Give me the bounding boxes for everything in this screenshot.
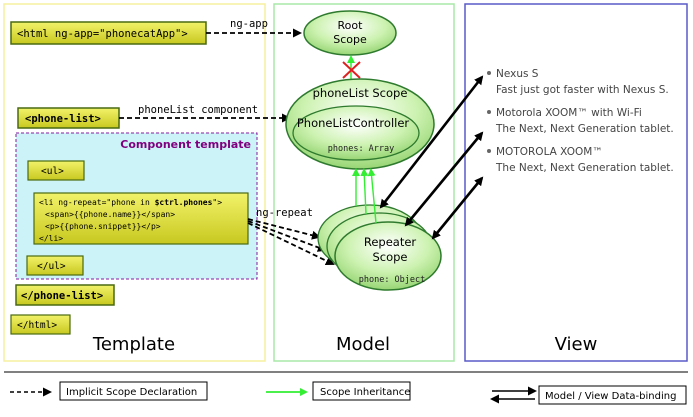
legend: Implicit Scope Declaration Scope Inherit… [10, 381, 687, 405]
html-close-text: </html> [17, 320, 57, 331]
view-item-name: Nexus S [496, 68, 539, 80]
bullet-icon [487, 149, 491, 153]
ng-repeat-arrow-2 [247, 220, 327, 252]
li-open-ctrl-phones: $ctrl.phones [155, 198, 213, 207]
phone-list-close-box [15, 284, 115, 306]
li-open-suffix: "> [212, 198, 222, 207]
phone-list-open-text: <phone-list> [25, 113, 101, 125]
repeater-scope-label-line2: Scope [372, 250, 407, 264]
view-list-item: MOTOROLA XOOM™ The Next, Next Generation… [487, 146, 674, 174]
phone-list-component-label: phoneList component [138, 104, 258, 116]
bullet-icon [487, 110, 491, 114]
legend-inheritance-label: Scope Inheritance [320, 387, 410, 398]
controller-label: PhoneListController [297, 116, 410, 130]
p-line-text: <p>{{phone.snippet}}</p> [45, 222, 161, 231]
view-list: Nexus S Fast just got faster with Nexus … [487, 68, 674, 174]
ng-repeat-label: ng-repeat [256, 207, 313, 219]
html-tag-text: <html ng-app="phonecatApp"> [17, 28, 188, 40]
view-item-name: MOTOROLA XOOM™ [496, 146, 603, 158]
template-panel [3, 3, 266, 362]
legend-implicit-label: Implicit Scope Declaration [66, 387, 197, 398]
li-close-text: </li> [39, 234, 63, 243]
span-line-text: <span>{{phone.name}}</span> [45, 210, 175, 219]
legend-binding-box [538, 385, 687, 405]
view-item-snippet: The Next, Next Generation tablet. [495, 162, 674, 174]
li-open-text: <li ng-repeat="phone in $ctrl.phones"> [39, 198, 222, 207]
legend-implicit-box [59, 381, 208, 401]
view-list-item: Nexus S Fast just got faster with Nexus … [487, 68, 669, 96]
repeater-scope-property: phone: Object [359, 275, 426, 285]
li-block [33, 192, 249, 245]
html-close-box [10, 314, 71, 335]
controller-property: phones: Array [328, 144, 395, 154]
view-item-snippet: The Next, Next Generation tablet. [495, 123, 674, 135]
component-template-label: Component template [120, 138, 251, 151]
ul-open-box [27, 160, 85, 181]
view-item-snippet: Fast just got faster with Nexus S. [496, 84, 669, 96]
view-item-name: Motorola XOOM™ with Wi-Fi [496, 107, 642, 119]
repeater-scope-node-front [334, 221, 442, 291]
li-open-prefix: <li ng-repeat="phone in [39, 198, 155, 207]
root-scope-label-line2: Scope [333, 33, 367, 46]
inheritance-blocked-cross-icon [342, 61, 361, 79]
ng-app-label: ng-app [230, 18, 268, 30]
ng-repeat-arrow-1 [247, 218, 321, 240]
ul-close-box [26, 255, 84, 276]
model-panel-title: Model [336, 334, 390, 355]
bullet-icon [487, 71, 491, 75]
ul-open-text: <ul> [41, 166, 64, 177]
legend-binding-label: Model / View Data-binding [545, 391, 676, 402]
ul-close-text: </ul> [37, 261, 66, 272]
view-list-item: Motorola XOOM™ with Wi-Fi The Next, Next… [487, 107, 674, 135]
repeater-inheritance-arrow-2 [360, 168, 369, 215]
legend-inheritance-box [312, 381, 411, 401]
root-scope-label-line1: Root [338, 19, 364, 32]
view-panel [464, 3, 688, 362]
view-panel-title: View [555, 334, 598, 355]
phone-list-scope-label: phoneList Scope [313, 86, 408, 100]
template-panel-title: Template [92, 334, 175, 355]
repeater-inheritance-arrow-3 [367, 168, 377, 224]
phone-list-close-text: </phone-list> [21, 290, 103, 302]
repeater-scope-label-line1: Repeater [364, 235, 417, 249]
binding-arrow-motorola-xoom [431, 176, 484, 240]
